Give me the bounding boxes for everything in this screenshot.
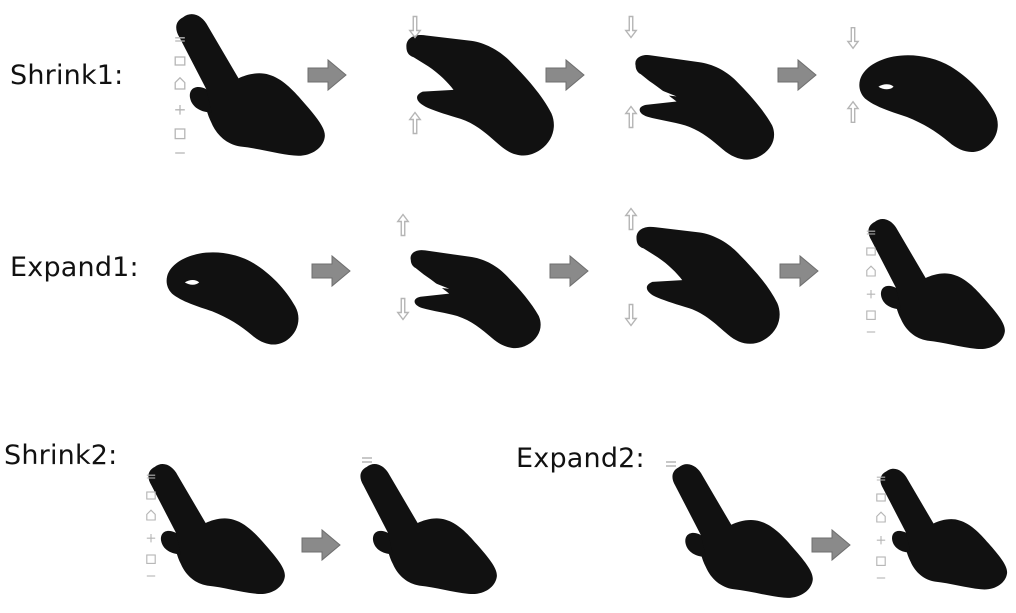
arrow-right-icon	[544, 58, 586, 92]
shrink1-step2-hand-icon	[388, 30, 568, 166]
row-label-shrink1: Shrink1:	[10, 60, 123, 91]
arrow-right-icon	[776, 58, 818, 92]
expand1-step3-hand-icon	[618, 222, 794, 354]
expand2-step2-hand-icon	[880, 454, 1010, 606]
expand2-step1-hand-icon	[672, 456, 816, 608]
row-label-expand2: Expand2:	[516, 443, 645, 474]
expand1-step2-hand-icon	[388, 236, 560, 356]
arrow-right-icon	[310, 254, 352, 288]
arrow-right-icon	[306, 58, 348, 92]
arrow-right-icon	[810, 528, 852, 562]
arrow-right-icon	[300, 528, 342, 562]
expand1-step4-hand-icon	[868, 210, 1008, 360]
arrow-right-icon	[778, 254, 820, 288]
shrink2-step2-hand-icon	[360, 454, 500, 606]
shrink1-step4-hand-icon	[846, 38, 1010, 164]
shrink2-step1-hand-icon	[148, 454, 288, 606]
row-label-expand1: Expand1:	[10, 252, 139, 283]
expand1-step1-hand-icon	[150, 236, 314, 356]
row-label-shrink2: Shrink2:	[4, 440, 117, 471]
arrow-right-icon	[548, 254, 590, 288]
shrink1-step3-hand-icon	[618, 40, 788, 168]
